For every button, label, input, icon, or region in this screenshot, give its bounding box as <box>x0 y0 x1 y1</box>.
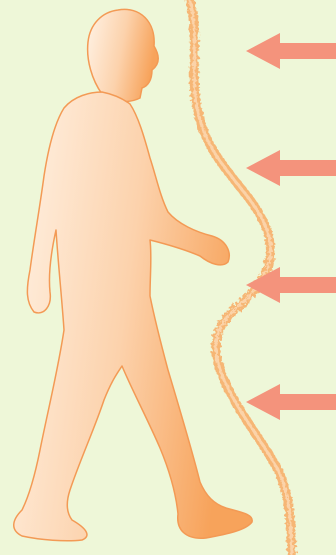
diagram-canvas <box>0 0 336 555</box>
diagram-svg <box>0 0 336 555</box>
